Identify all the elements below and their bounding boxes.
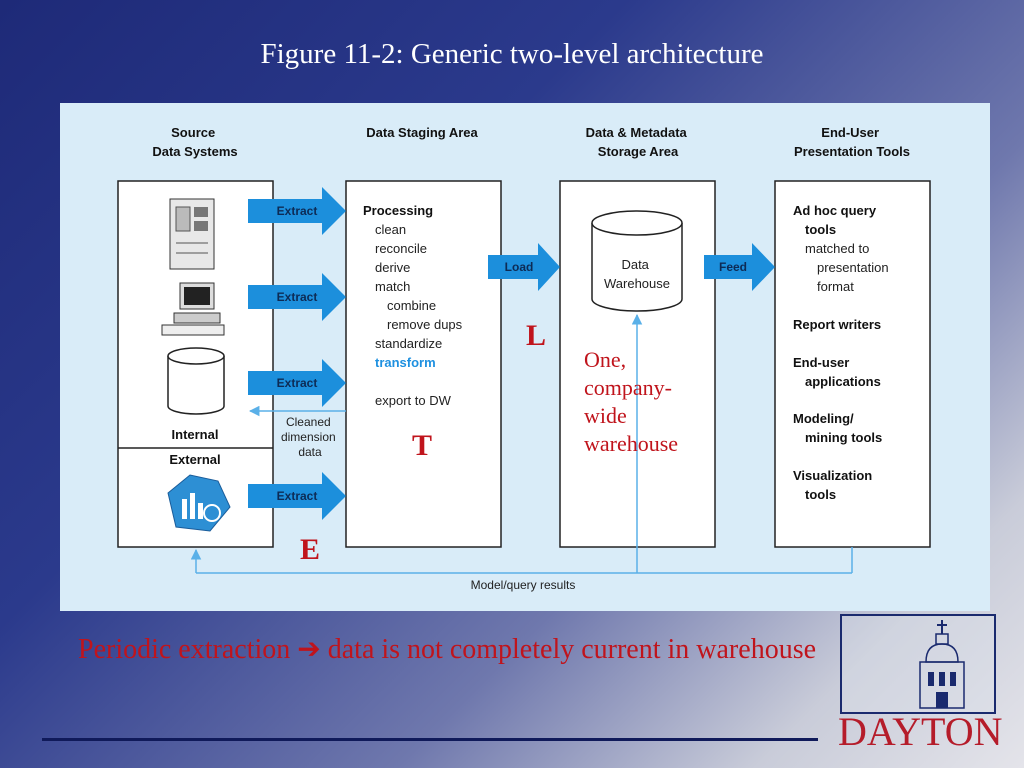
chapel-icon [919,620,965,709]
chapel-logo [840,614,996,714]
tool-adhoc: Ad hoc query tools [793,203,880,237]
header-source-line2: Data Systems [152,144,237,159]
caption: Periodic extraction ➔ data is not comple… [78,632,816,666]
extract-arrow-3: Extract [248,359,346,407]
tool-modeling: Modeling/ mining tools [793,411,882,445]
processing-export: export to DW [375,393,452,408]
svg-text:Data Staging Area: Data Staging Area [366,125,478,140]
external-label: External [169,452,220,467]
load-arrow: Load [488,243,560,291]
extract-arrow-1: Extract [248,187,346,235]
annotation-t: T [412,429,432,462]
extract-label-3: Extract [277,376,318,390]
processing-heading: Processing [363,203,433,218]
extract-arrow-2: Extract [248,273,346,321]
extract-label-2: Extract [277,290,318,304]
internal-database-icon [167,347,225,415]
tool-visualization: Visualization tools [793,468,876,502]
header-enduser-line1: End-User [821,125,879,140]
caption-left: Periodic extraction [78,634,291,665]
annotation-l: L [526,319,546,352]
bottom-rule [42,738,818,741]
enduser-box [774,180,931,548]
annotation-e: E [300,533,320,566]
processing-transform: transform [375,355,436,370]
dayton-logo-text: DAYTON [838,709,1003,754]
svg-text:End-User Presentation To: End-User Presentation Tools [794,125,910,159]
svg-text:Source Data Systems: Source Data Systems [152,125,237,159]
staging-box [345,180,502,548]
feed-label: Feed [719,260,747,274]
tool-adhoc-sub: matched to presentation format [805,241,892,294]
processing-steps: clean reconcile derive match combine rem… [375,222,466,351]
extract-label-4: Extract [277,489,318,503]
tool-report: Report writers [793,317,881,332]
feedback-label: Model/query results [471,578,576,592]
header-storage-line1: Data & Metadata [586,125,688,140]
header-enduser-line2: Presentation Tools [794,144,910,159]
external-source-icon [167,474,231,532]
annotation-one-company: One, company- wide warehouse [584,347,678,456]
slide-title: Figure 11-2: Generic two-level architect… [260,38,764,70]
caption-arrow-icon: ➔ [297,634,321,665]
warehouse-label: Data Warehouse [604,257,670,291]
extract-arrow-4: Extract [248,472,346,520]
diagram-canvas: Source Data Systems Data Staging Area Da… [117,125,931,592]
header-source-line1: Source [171,125,215,140]
feed-arrow: Feed [704,243,775,291]
load-label: Load [505,260,534,274]
desktop-computer-icon [161,282,225,336]
server-icon [169,198,215,270]
tool-enduser-apps: End-user applications [793,355,881,389]
internal-label: Internal [172,427,219,442]
svg-text:Data & Metadata Storage: Data & Metadata Storage Area [586,125,691,159]
header-staging: Data Staging Area [366,125,478,140]
header-storage-line2: Storage Area [598,144,679,159]
architecture-diagram: Source Data Systems Data Staging Area Da… [60,103,990,611]
data-warehouse-icon: Data Warehouse [591,210,683,312]
extract-label-1: Extract [277,204,318,218]
cleaned-data-label: Cleaned dimension data [281,415,339,459]
caption-right: data is not completely current in wareho… [327,634,817,665]
